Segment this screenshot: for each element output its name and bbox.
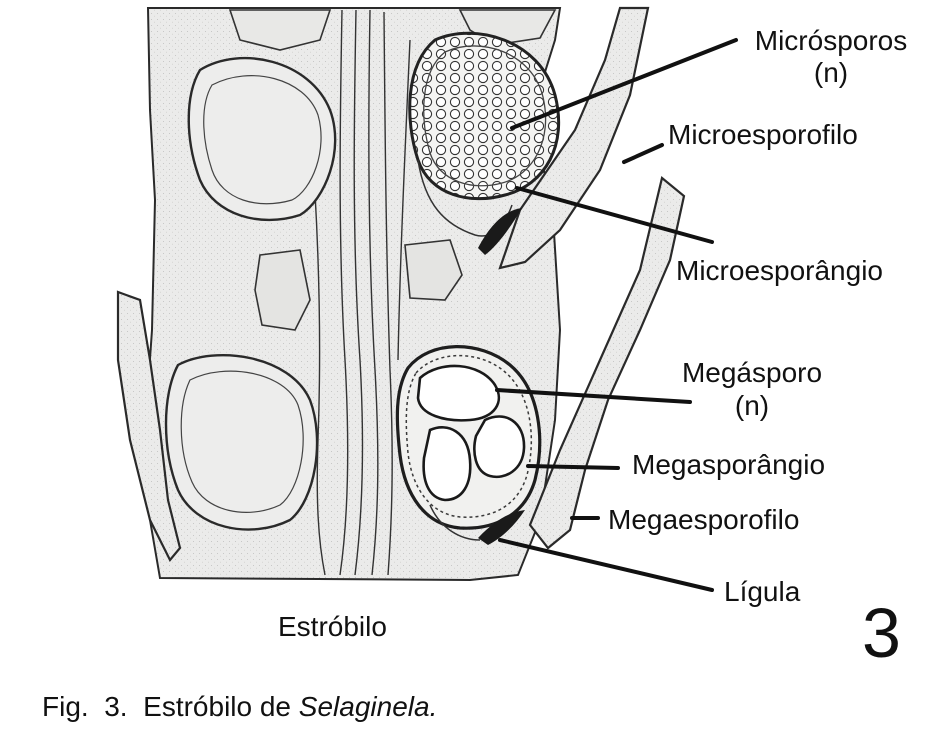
leader-ligula — [498, 538, 714, 592]
leader-microsporos — [510, 38, 738, 130]
figure-caption: Fig. 3. Estróbilo de Selaginela. — [42, 692, 437, 722]
megaspore-left — [422, 426, 472, 502]
label-estrobilo: Estróbilo — [278, 611, 387, 642]
upper-left-sporangium — [187, 57, 337, 222]
label-megaesporofilo: Megaesporofilo — [608, 504, 800, 535]
microsporophyll — [498, 6, 650, 270]
middle-tissue-right — [404, 239, 463, 301]
label-ligula: Lígula — [724, 576, 801, 607]
micro-ligule — [478, 208, 522, 255]
caption-prefix: Fig. 3. Estróbilo de — [42, 691, 299, 722]
label-megasporo-line1: Megásporo — [681, 357, 823, 388]
mega-ligule — [478, 510, 525, 545]
lower-left-sporangium — [164, 354, 319, 531]
label-megasporo-line2: (n) — [734, 390, 770, 421]
label-microsporos-line2: (n) — [813, 57, 849, 88]
caption-species: Selaginela. — [298, 691, 438, 722]
label-megasporo: Megásporo (n) — [662, 358, 842, 421]
label-microsporos-line1: Micrósporos — [754, 25, 908, 56]
megaspore-right — [473, 415, 526, 479]
leader-megasporangio — [526, 464, 620, 470]
upper-tissue — [228, 9, 332, 51]
label-megasporangio: Megasporângio — [632, 449, 826, 480]
label-microsporos: Micrósporos (n) — [738, 26, 924, 88]
label-microesporangio: Microesporângio — [676, 255, 883, 286]
leader-microesporofilo — [622, 143, 664, 164]
leader-microesporangio — [515, 186, 714, 244]
leader-megasporo — [495, 388, 692, 404]
megasporophyll — [528, 176, 686, 550]
label-microesporofilo: Microesporofilo — [668, 119, 858, 150]
megaspore-top — [416, 364, 501, 422]
leader-lines — [495, 38, 738, 592]
figure-number: 3 — [862, 594, 901, 672]
middle-tissue-left — [254, 249, 311, 331]
left-sporophyll — [116, 290, 182, 562]
